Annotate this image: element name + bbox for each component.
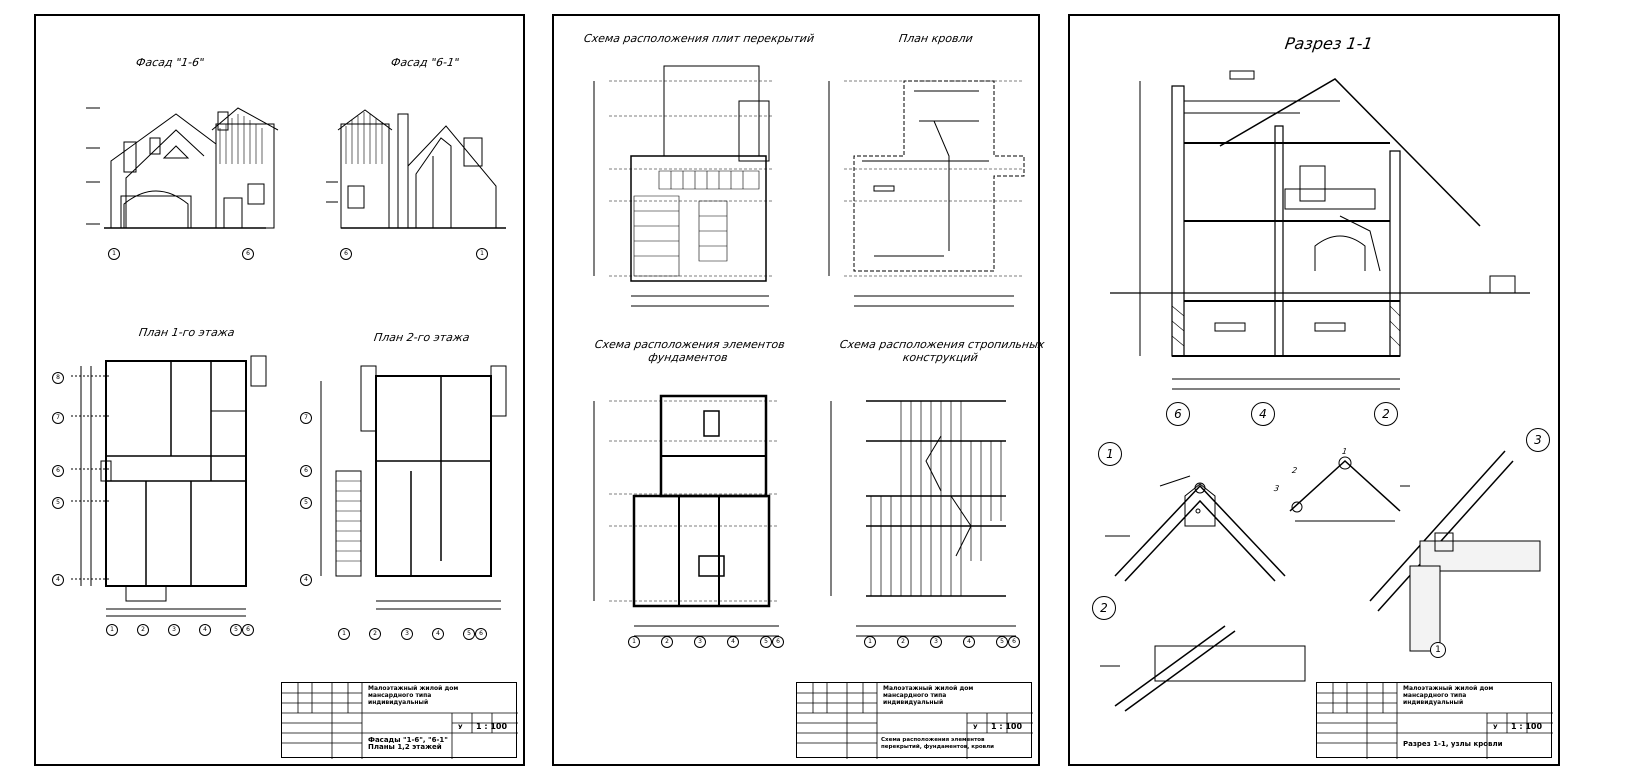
detail-marker-3: 3 (1526, 428, 1550, 452)
titleblock-scale: 1 : 100 (991, 722, 1023, 731)
foundation-layout-title: Схема расположения элементов фундаментов (594, 338, 786, 364)
axis-marker: 5 (300, 497, 312, 509)
titleblock-stage: У (973, 724, 978, 731)
axis-marker: 2 (369, 628, 381, 640)
titleblock-project: Малоэтажный жилой дом мансардного типа и… (883, 685, 974, 706)
plan-floor1-title: План 1-го этажа (138, 326, 236, 339)
axis-marker: 3 (694, 636, 706, 648)
axis-marker: 4 (199, 624, 211, 636)
titleblock-project: Малоэтажный жилой дом мансардного типа и… (368, 685, 459, 706)
axis-marker: 6 (772, 636, 784, 648)
section-axis-marker: 2 (1374, 402, 1398, 426)
titleblock-sheet-title: Разрез 1-1, узлы кровли (1403, 740, 1503, 748)
axis-marker: 5 (996, 636, 1008, 648)
titleblock-project: Малоэтажный жилой дом мансардного типа и… (1403, 685, 1494, 706)
callout-number: 1 (1430, 642, 1446, 658)
titleblock-stage: У (458, 724, 463, 731)
title-block: Малоэтажный жилой дом мансардного типа и… (281, 682, 517, 758)
facade-1-6-title: Фасад "1-6" (135, 56, 206, 69)
title-block: Малоэтажный жилой дом мансардного типа и… (1316, 682, 1552, 758)
axis-marker: 6 (1008, 636, 1020, 648)
axis-marker: 6 (242, 624, 254, 636)
plan-floor1-drawing (51, 351, 281, 621)
axis-marker: 2 (897, 636, 909, 648)
section-axis-marker: 6 (1166, 402, 1190, 426)
axis-marker: 7 (300, 412, 312, 424)
axis-marker: 3 (168, 624, 180, 636)
axis-marker: 1 (106, 624, 118, 636)
axis-marker: 2 (137, 624, 149, 636)
section-drawing (1100, 61, 1530, 411)
axis-marker: 6 (475, 628, 487, 640)
axis-marker: 6 (52, 465, 64, 477)
section-title: Разрез 1-1 (1283, 34, 1375, 53)
axis-marker: 4 (52, 574, 64, 586)
axis-marker: 4 (727, 636, 739, 648)
axis-marker: 1 (864, 636, 876, 648)
titleblock-scale: 1 : 100 (476, 722, 508, 731)
plan-floor2-drawing (301, 361, 521, 621)
slab-layout-drawing (579, 61, 789, 321)
titleblock-sheet-title: Фасады "1-6", "6-1" Планы 1,2 этажей (368, 736, 448, 751)
axis-marker: 7 (52, 412, 64, 424)
titleblock-sheet-title: Схема расположения элементов перекрытий,… (881, 737, 995, 750)
axis-marker: 5 (760, 636, 772, 648)
axis-marker: 1 (108, 248, 120, 260)
facade-6-1-title: Фасад "6-1" (390, 56, 461, 69)
axis-marker: 4 (432, 628, 444, 640)
axis-marker: 4 (963, 636, 975, 648)
axis-marker: 5 (463, 628, 475, 640)
axis-marker: 3 (401, 628, 413, 640)
detail-ridge-drawing (1275, 441, 1415, 531)
axis-marker: 6 (242, 248, 254, 260)
titleblock-scale: 1 : 100 (1511, 722, 1543, 731)
rafter-layout-title: Схема расположения стропильных конструкц… (839, 338, 1046, 364)
axis-marker: 3 (930, 636, 942, 648)
facade-1-6-drawing (66, 86, 286, 246)
plan-floor2-title: План 2-го этажа (373, 331, 471, 344)
axis-marker: 1 (338, 628, 350, 640)
titleblock-stage: У (1493, 724, 1498, 731)
roof-plan-title: План кровли (898, 32, 974, 45)
axis-marker: 8 (52, 372, 64, 384)
axis-marker: 5 (230, 624, 242, 636)
roof-plan-drawing (814, 61, 1024, 321)
axis-marker: 1 (628, 636, 640, 648)
facade-6-1-drawing (316, 86, 516, 246)
axis-marker: 1 (476, 248, 488, 260)
sheet-section: Разрез 1-1 (1068, 14, 1560, 766)
title-block: Малоэтажный жилой дом мансардного типа и… (796, 682, 1032, 758)
axis-marker: 6 (300, 465, 312, 477)
axis-marker: 4 (300, 574, 312, 586)
detail-3-drawing (1350, 441, 1550, 656)
detail-2-drawing (1095, 606, 1315, 716)
slab-layout-title: Схема расположения плит перекрытий (583, 32, 816, 45)
rafter-layout-drawing (816, 381, 1026, 656)
sheet-facades-plans: Фасад "1-6" Фасад "6-1" (34, 14, 525, 766)
axis-marker: 5 (52, 497, 64, 509)
axis-marker: 2 (661, 636, 673, 648)
detail-1-drawing (1100, 456, 1300, 596)
foundation-layout-drawing (579, 381, 794, 656)
detail-marker-1: 1 (1098, 442, 1122, 466)
sheet-layouts: Схема расположения плит перекрытий План … (552, 14, 1045, 766)
detail-marker-2: 2 (1092, 596, 1116, 620)
section-axis-marker: 4 (1251, 402, 1275, 426)
axis-marker: 6 (340, 248, 352, 260)
